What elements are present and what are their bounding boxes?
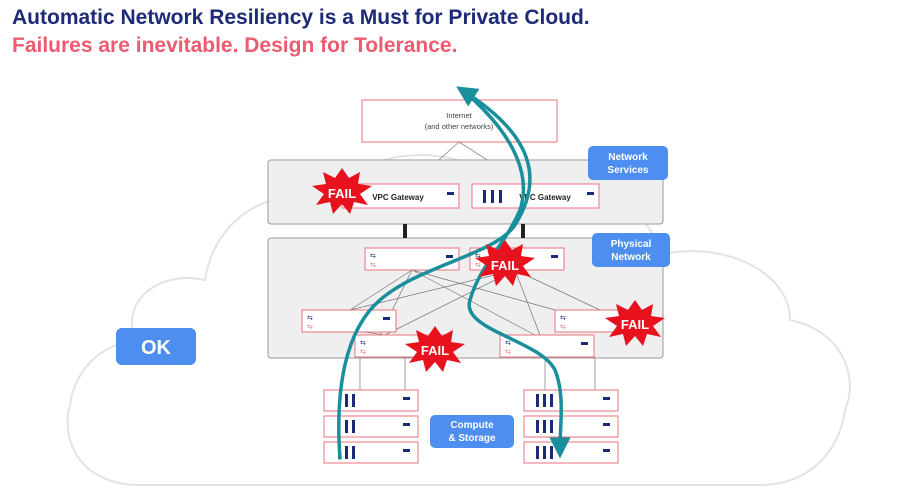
traffic-paths: [337, 86, 571, 460]
switch-arrows-icon: ⇆: [360, 340, 366, 347]
svg-text:Network: Network: [608, 152, 648, 163]
switch-bottom-right: ⇆ ⇆: [499, 334, 595, 358]
internet-node: Internet (and other networks): [361, 99, 558, 143]
network-services-label: Network Services: [588, 146, 668, 180]
panel-connector: [521, 224, 525, 238]
svg-text:⇆: ⇆: [560, 324, 566, 331]
ok-badge: OK: [116, 328, 196, 365]
vpc-gateway-2: VPC Gateway: [471, 183, 600, 209]
vpc-gateway-1: VPC Gateway: [341, 183, 460, 209]
physical-network-label: Physical Network: [592, 233, 670, 267]
switch-top-left: ⇆ ⇆: [364, 247, 460, 271]
svg-text:⇆: ⇆: [307, 324, 313, 331]
fail-label: FAIL: [421, 343, 449, 358]
traffic-path-left: [337, 86, 532, 460]
server-bars-icon: [483, 190, 486, 203]
svg-text:Network: Network: [611, 252, 651, 263]
switch-arrows-icon: ⇆: [475, 253, 481, 260]
switch-arrows-icon: ⇆: [370, 253, 376, 260]
internet-label: Internet: [446, 111, 472, 120]
server-stack-left: [323, 389, 419, 464]
server-stack-right: [523, 389, 619, 464]
traffic-path-right: [463, 90, 571, 459]
status-led-icon: [447, 192, 454, 195]
svg-text:& Storage: & Storage: [448, 433, 496, 444]
fail-label: FAIL: [491, 258, 519, 273]
internet-sublabel: (and other networks): [425, 122, 494, 131]
svg-text:⇆: ⇆: [370, 262, 376, 269]
svg-text:Services: Services: [607, 165, 649, 176]
status-led-icon: [587, 192, 594, 195]
vpc-gateway-label: VPC Gateway: [519, 193, 571, 202]
switch-arrows-icon: ⇆: [307, 315, 313, 322]
svg-text:Physical: Physical: [611, 239, 652, 250]
svg-text:OK: OK: [141, 337, 172, 359]
switch-arrows-icon: ⇆: [560, 315, 566, 322]
switch-mid-left: ⇆ ⇆: [301, 309, 397, 333]
page-subtitle: Failures are inevitable. Design for Tole…: [12, 34, 458, 57]
svg-text:⇆: ⇆: [360, 349, 366, 356]
vpc-gateway-label: VPC Gateway: [372, 193, 424, 202]
switch-arrows-icon: ⇆: [505, 340, 511, 347]
fail-burst-switch-top: FAIL: [475, 240, 535, 286]
fail-label: FAIL: [621, 317, 649, 332]
svg-text:⇆: ⇆: [505, 349, 511, 356]
fail-burst-switch-bottom: FAIL: [405, 326, 465, 372]
fail-label: FAIL: [328, 186, 356, 201]
page-title: Automatic Network Resiliency is a Must f…: [12, 6, 590, 29]
fail-burst-gateway: FAIL: [312, 168, 372, 214]
server-uplinks: [359, 357, 596, 390]
compute-storage-label: Compute & Storage: [430, 415, 514, 448]
fail-burst-switch-right: FAIL: [605, 300, 665, 346]
svg-text:Compute: Compute: [450, 420, 494, 431]
svg-text:⇆: ⇆: [475, 262, 481, 269]
panel-connector: [403, 224, 407, 238]
